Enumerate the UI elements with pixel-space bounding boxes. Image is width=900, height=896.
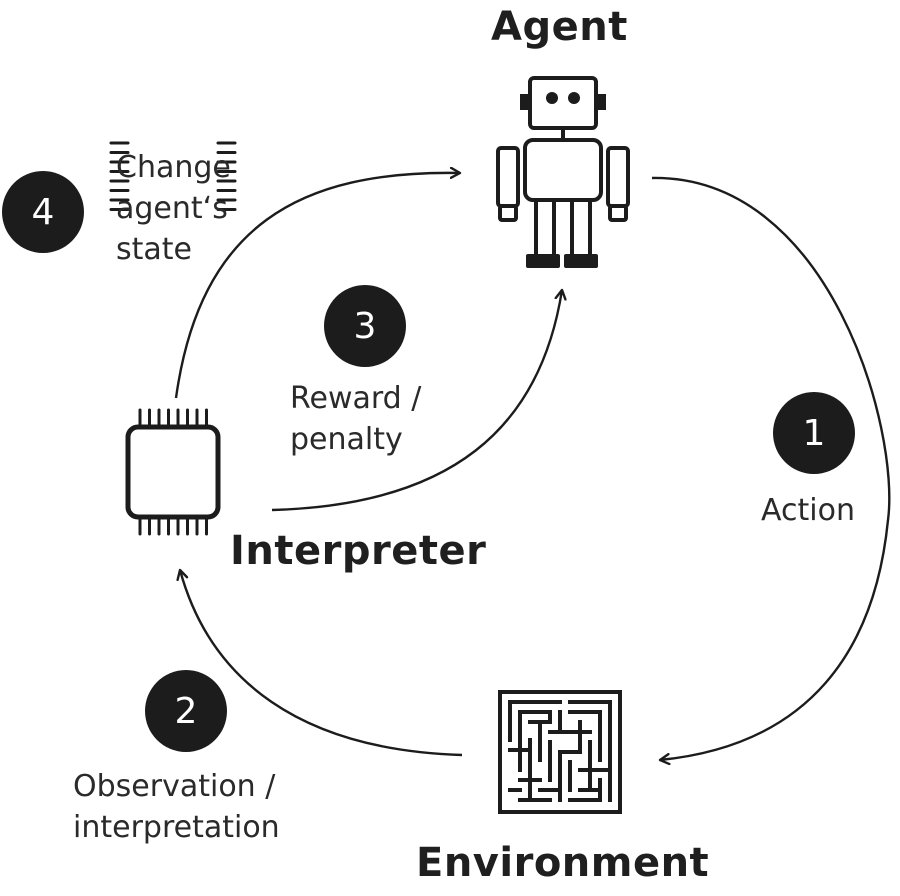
agent-title: Agent	[491, 4, 628, 50]
state-change-arrow	[174, 173, 460, 399]
processor-chip-icon	[109, 141, 237, 536]
observation-arrow	[180, 570, 463, 757]
step-4-badge: 4	[2, 171, 84, 253]
maze-icon	[498, 690, 622, 814]
reward-arrow	[271, 290, 562, 512]
step-1-label: Action	[761, 493, 855, 528]
action-arrow	[651, 176, 891, 760]
step-3-badge: 3	[324, 285, 406, 367]
step-3-label: Reward / penalty	[290, 381, 422, 457]
robot-icon	[496, 76, 630, 268]
step-2-badge: 2	[145, 670, 227, 752]
step-2-label: Observation / interpretation	[73, 769, 280, 845]
environment-title: Environment	[416, 840, 710, 886]
step-4-label: Change agent‘s state	[116, 150, 231, 267]
interpreter-title: Interpreter	[230, 528, 487, 574]
step-1-badge: 1	[773, 392, 855, 474]
